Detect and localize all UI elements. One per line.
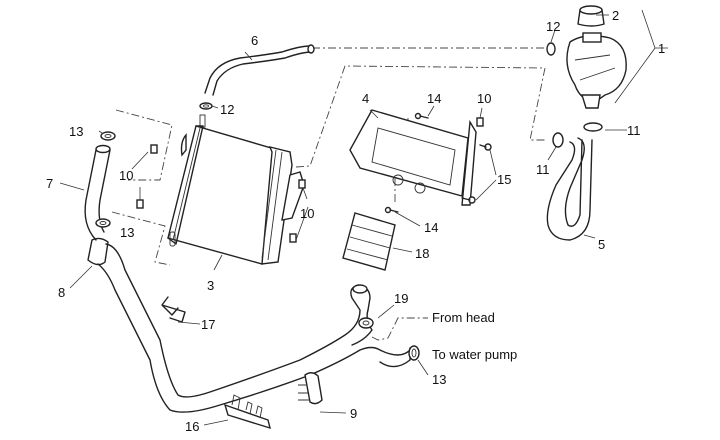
part-16-bracket	[223, 394, 271, 430]
part-10-clip-left-top	[150, 144, 158, 154]
part-12-washer-upper	[199, 102, 213, 110]
callout-3: 3	[207, 278, 214, 293]
callout-5: 5	[598, 237, 605, 252]
callout-12-tank: 12	[546, 19, 560, 34]
callout-11-left: 11	[536, 162, 550, 177]
callout-10-bracket: 10	[477, 91, 491, 106]
callout-13-upper: 13	[69, 124, 83, 139]
callout-13-lower: 13	[432, 372, 446, 387]
part-19-clamp	[358, 317, 374, 329]
callout-1: 1	[658, 41, 665, 56]
callout-4: 4	[362, 91, 369, 106]
part-2-cap	[577, 5, 605, 27]
callout-2: 2	[612, 8, 619, 23]
part-6-upper-hose	[204, 44, 315, 96]
part-10-clip-bracket	[476, 117, 484, 127]
part-1-expansion-tank	[566, 32, 627, 109]
callout-8: 8	[58, 285, 65, 300]
callout-11-right: 11	[627, 123, 641, 138]
callout-19: 19	[394, 291, 408, 306]
callout-9: 9	[350, 406, 357, 421]
assembly-line-from-head	[371, 317, 428, 341]
callout-10-left: 10	[119, 168, 133, 183]
part-3-radiator	[167, 114, 305, 265]
callout-15: 15	[497, 172, 511, 187]
callout-14-lower: 14	[424, 220, 438, 235]
part-17-clip	[161, 296, 186, 323]
part-9-holder	[298, 372, 323, 405]
callout-10-radiator: 10	[300, 206, 314, 221]
assembly-line-radiator-to-hose5	[295, 65, 546, 168]
callout-16: 16	[185, 419, 199, 434]
part-13-clamp-lower	[408, 345, 420, 361]
annotation-from-head: From head	[432, 310, 495, 325]
part-11-clamp-left	[552, 132, 564, 148]
part-12-washer-tank	[546, 42, 556, 56]
part-13-clamp-middle	[95, 218, 111, 228]
part-18-cover	[342, 212, 396, 271]
part-7-hose	[84, 144, 111, 241]
part-10-clip-right-bottom	[289, 233, 297, 243]
leader-lines	[59, 9, 668, 426]
part-14-bolt-upper	[414, 112, 429, 120]
part-14-bolt-lower	[384, 206, 399, 214]
callout-13-middle: 13	[120, 225, 134, 240]
part-10-clip-left-bottom	[136, 199, 144, 209]
callout-18: 18	[415, 246, 429, 261]
callout-7: 7	[46, 176, 53, 191]
part-8-lower-hose	[87, 237, 411, 413]
part-11-clamp-right	[583, 122, 603, 132]
assembly-line-13-box	[115, 109, 173, 181]
part-13-clamp-upper	[100, 131, 116, 141]
callout-12-upper: 12	[220, 102, 234, 117]
callout-6: 6	[251, 33, 258, 48]
callout-14-upper: 14	[427, 91, 441, 106]
annotation-to-water-pump: To water pump	[432, 347, 517, 362]
callout-17: 17	[201, 317, 215, 332]
part-5-hose	[546, 137, 593, 241]
assembly-line-13b-box	[111, 211, 171, 266]
part-15-bolt-upper	[479, 143, 492, 151]
part-4-bracket	[349, 109, 477, 206]
part-15-bolt-lower	[461, 196, 476, 204]
part-10-clip-radiator	[298, 179, 306, 189]
